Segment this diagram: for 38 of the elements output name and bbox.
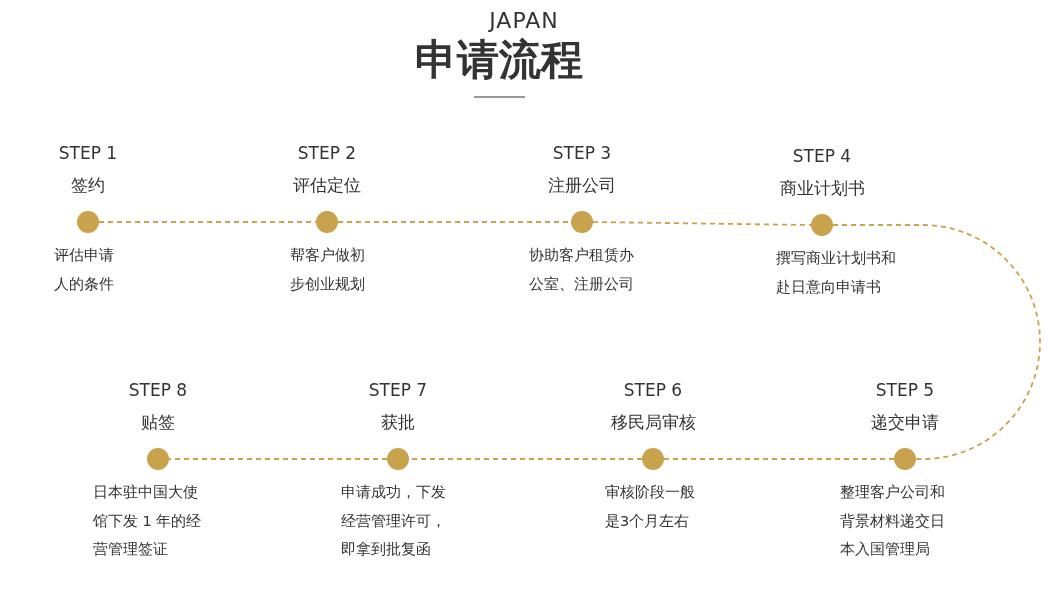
step-description: 审核阶段一般是3个月左右	[605, 483, 696, 531]
step-number: STEP 3	[551, 143, 613, 163]
step-dot	[642, 448, 664, 470]
step-description: 撰写商业计划书和赴日意向申请书	[776, 249, 897, 297]
title: 申请流程	[414, 34, 584, 86]
step-description: 日本驻中国大使馆下发 1 年的经营管理签证	[93, 483, 203, 559]
step-description: 整理客户公司和背景材料递交日本入国管理局	[840, 483, 946, 559]
step-title: 商业计划书	[778, 177, 866, 200]
step-description: 评估申请人的条件	[54, 246, 115, 294]
dashed-connector	[663, 458, 895, 460]
step-number: STEP 8	[127, 380, 189, 400]
step-description: 协助客户租赁办公室、注册公司	[529, 246, 635, 294]
step-number: STEP 2	[296, 143, 358, 163]
dashed-connector	[168, 458, 388, 460]
step-number: STEP 6	[622, 380, 684, 400]
step-description: 申请成功，下发经营管理许可，即拿到批复函	[341, 483, 447, 559]
step-title: 贴签	[140, 411, 176, 434]
step-number: STEP 1	[57, 143, 119, 163]
step-title: 注册公司	[547, 174, 617, 197]
step-title: 获批	[380, 411, 416, 434]
step-number: STEP 5	[874, 380, 936, 400]
step-number: STEP 7	[367, 380, 429, 400]
step-title: 评估定位	[292, 174, 362, 197]
step-title: 递交申请	[870, 411, 940, 434]
step-dot	[894, 448, 916, 470]
step-dot	[316, 211, 338, 233]
subtitle: JAPAN	[487, 8, 560, 33]
step-number: STEP 4	[791, 146, 853, 166]
step-dot	[571, 211, 593, 233]
step-dot	[77, 211, 99, 233]
step-title: 移民局审核	[609, 411, 697, 434]
dashed-connector	[832, 224, 1041, 460]
step-dot	[811, 214, 833, 236]
step-description: 帮客户做初步创业规划	[290, 246, 366, 294]
step-dot	[147, 448, 169, 470]
dashed-connector	[592, 221, 812, 226]
step-dot	[387, 448, 409, 470]
step-title: 签约	[70, 174, 106, 197]
